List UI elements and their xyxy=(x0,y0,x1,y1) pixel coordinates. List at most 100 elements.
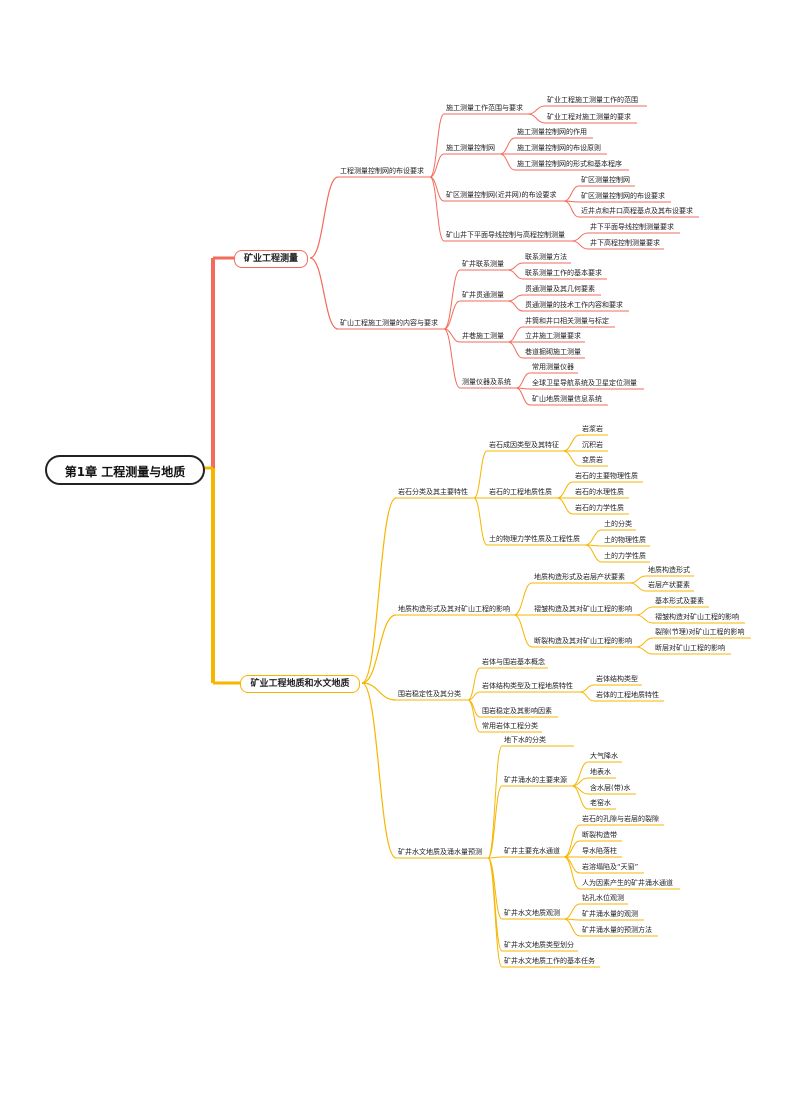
topic-l3-0-1-2[interactable]: 井巷施工测量 xyxy=(462,332,504,340)
topic-l4-0-0-1-2[interactable]: 施工测量控制网的形式和基本程序 xyxy=(517,160,622,168)
topic-l4-0-1-0-1[interactable]: 联系测量工作的基本要求 xyxy=(525,269,602,277)
link-l3-0-0-3 xyxy=(429,176,445,242)
topic-l4-0-0-1-1[interactable]: 施工测量控制网的布设原则 xyxy=(517,144,601,152)
topic-l4-1-0-2-1[interactable]: 土的物理性质 xyxy=(604,536,646,544)
topic-l3-1-3-4[interactable]: 矿井水文地质类型划分 xyxy=(504,941,574,949)
topic-l4-1-0-2-2[interactable]: 土的力学性质 xyxy=(604,552,646,560)
topic-l4-1-1-1-0[interactable]: 基本形式及要素 xyxy=(655,597,704,605)
topic-l4-1-3-3-0[interactable]: 钻孔水位观测 xyxy=(582,894,624,902)
topic-l3-0-0-3[interactable]: 矿山井下平面导线控制与高程控制测量 xyxy=(446,231,565,239)
topic-l3-0-1-3[interactable]: 测量仪器及系统 xyxy=(462,378,511,386)
link-l4-0-0-3-1 xyxy=(571,240,589,250)
topic-l2-1-1[interactable]: 地质构造形式及其对矿山工程的影响 xyxy=(398,605,510,613)
topic-l4-0-0-2-2[interactable]: 近井点和井口高程基点及其布设要求 xyxy=(581,207,693,215)
topic-l3-1-0-1[interactable]: 岩石的工程地质性质 xyxy=(489,488,552,496)
link-l4-1-1-0-1 xyxy=(629,582,647,592)
link-l2-1-1 xyxy=(361,614,397,684)
link-l4-1-3-2-1 xyxy=(563,840,581,858)
topic-l4-1-1-0-0[interactable]: 地质构造形式 xyxy=(648,566,690,574)
topic-l4-0-0-3-0[interactable]: 井下平面导线控制测量要求 xyxy=(590,223,674,231)
topic-l4-1-3-2-0[interactable]: 岩石的孔隙与岩层的裂隙 xyxy=(582,815,659,823)
link-l4-1-1-1-1 xyxy=(635,614,654,624)
topic-l3-0-0-1[interactable]: 施工测量控制网 xyxy=(446,144,495,152)
link-l4-1-3-1-3 xyxy=(571,785,589,810)
link-l3-1-3-1 xyxy=(487,785,503,859)
topic-l4-0-0-2-1[interactable]: 矿区测量控制网的布设要求 xyxy=(581,192,665,200)
topic-l3-1-3-5[interactable]: 矿井水文地质工作的基本任务 xyxy=(504,957,595,965)
topic-l4-0-0-3-1[interactable]: 井下高程控制测量要求 xyxy=(590,239,660,247)
topic-l4-0-0-0-0[interactable]: 矿业工程施工测量工作的范围 xyxy=(547,96,638,104)
topic-l4-1-3-2-3[interactable]: 岩溶塌陷及“天窗” xyxy=(582,863,639,871)
link-l3-0-1-0 xyxy=(443,269,461,330)
topic-l4-1-1-2-1[interactable]: 断层对矿山工程的影响 xyxy=(655,644,725,652)
topic-l4-1-0-0-0[interactable]: 岩浆岩 xyxy=(582,425,603,433)
topic-l3-1-2-0[interactable]: 岩体与围岩基本概念 xyxy=(482,658,545,666)
link-l4-0-1-1-0 xyxy=(507,294,524,302)
topic-l4-0-1-0-0[interactable]: 联系测量方法 xyxy=(525,253,567,261)
topic-l4-1-1-2-0[interactable]: 裂隙(节理)对矿山工程的影响 xyxy=(655,628,745,636)
topic-l4-1-3-3-1[interactable]: 矿井涌水量的观测 xyxy=(582,910,638,918)
topic-l4-1-0-1-1[interactable]: 岩石的水理性质 xyxy=(575,488,624,496)
topic-l4-1-0-0-2[interactable]: 变质岩 xyxy=(582,456,603,464)
topic-l3-0-0-0[interactable]: 施工测量工作范围与要求 xyxy=(446,104,523,112)
topic-l3-1-0-0[interactable]: 岩石成因类型及其特征 xyxy=(489,441,559,449)
topic-l4-1-1-1-1[interactable]: 褶皱构造对矿山工程的影响 xyxy=(655,613,739,621)
link-l2-0-1 xyxy=(309,257,339,330)
topic-l4-1-1-0-1[interactable]: 岩层产状要素 xyxy=(648,581,690,589)
topic-l4-1-3-2-2[interactable]: 导水陷落柱 xyxy=(582,847,617,855)
branch-topic-geology[interactable]: 矿业工程地质和水文地质 xyxy=(240,675,360,693)
topic-l3-0-1-1[interactable]: 矿井贯通测量 xyxy=(462,291,504,299)
topic-l4-1-2-1-1[interactable]: 岩体的工程地质特性 xyxy=(596,691,659,699)
topic-l2-1-2[interactable]: 围岩稳定性及其分类 xyxy=(398,690,461,698)
topic-l4-1-3-1-3[interactable]: 老窑水 xyxy=(590,799,611,807)
topic-l4-0-1-2-2[interactable]: 巷道掘砌施工测量 xyxy=(525,348,581,356)
link-l4-1-0-0-2 xyxy=(562,450,581,467)
link-l4-0-1-2-2 xyxy=(507,341,524,359)
topic-l4-1-3-1-0[interactable]: 大气降水 xyxy=(590,752,618,760)
topic-l4-1-3-2-1[interactable]: 断裂构造带 xyxy=(582,831,617,839)
topic-l4-1-2-1-0[interactable]: 岩体结构类型 xyxy=(596,675,638,683)
topic-l2-0-1[interactable]: 矿山工程施工测量的内容与要求 xyxy=(340,319,438,327)
topic-l3-1-3-1[interactable]: 矿井涌水的主要来源 xyxy=(504,776,567,784)
topic-l4-0-1-1-0[interactable]: 贯通测量及其几何要素 xyxy=(525,285,595,293)
topic-l4-0-1-3-0[interactable]: 常用测量仪器 xyxy=(532,363,574,371)
topic-l4-1-0-1-2[interactable]: 岩石的力学性质 xyxy=(575,504,624,512)
topic-l4-1-3-3-2[interactable]: 矿井涌水量的预测方法 xyxy=(582,926,652,934)
topic-l4-1-0-2-0[interactable]: 土的分类 xyxy=(604,520,632,528)
topic-l3-1-2-2[interactable]: 围岩稳定及其影响因素 xyxy=(482,707,552,715)
topic-l4-0-1-3-1[interactable]: 全球卫星导航系统及卫星定位测量 xyxy=(532,379,637,387)
topic-l4-0-0-2-0[interactable]: 矿区测量控制网 xyxy=(581,176,630,184)
topic-l3-1-3-0[interactable]: 地下水的分类 xyxy=(504,736,546,744)
root-topic[interactable]: 第1章 工程测量与地质 xyxy=(45,455,205,485)
topic-l3-1-3-3[interactable]: 矿井水文地质观测 xyxy=(504,909,560,917)
topic-l4-0-1-2-1[interactable]: 立井施工测量要求 xyxy=(525,332,581,340)
topic-l3-1-1-2[interactable]: 断裂构造及其对矿山工程的影响 xyxy=(534,637,632,645)
link-l3-1-3-4 xyxy=(487,857,503,952)
topic-l4-1-0-1-0[interactable]: 岩石的主要物理性质 xyxy=(575,472,638,480)
branch-topic-survey[interactable]: 矿业工程测量 xyxy=(234,250,308,268)
topic-l3-1-0-2[interactable]: 土的物理力学性质及工程性质 xyxy=(489,535,580,543)
topic-l2-1-3[interactable]: 矿井水文地质及涌水量预测 xyxy=(398,848,482,856)
link-l4-1-0-1-0 xyxy=(556,481,574,499)
topic-l3-1-1-0[interactable]: 地质构造形式及岩层产状要素 xyxy=(534,573,625,581)
topic-l3-0-1-0[interactable]: 矿井联系测量 xyxy=(462,260,504,268)
topic-l3-1-3-2[interactable]: 矿井主要充水通道 xyxy=(504,847,560,855)
link-l4-0-0-0-0 xyxy=(527,105,546,115)
topic-l2-0-0[interactable]: 工程测量控制网的布设要求 xyxy=(340,167,424,175)
topic-l2-1-0[interactable]: 岩石分类及其主要特性 xyxy=(398,488,468,496)
topic-l4-0-0-1-0[interactable]: 施工测量控制网的作用 xyxy=(517,128,587,136)
topic-l4-0-1-3-2[interactable]: 矿山地质测量信息系统 xyxy=(532,395,602,403)
topic-l4-1-3-2-4[interactable]: 人为因素产生的矿井涌水通道 xyxy=(582,879,673,887)
topic-l4-1-3-1-1[interactable]: 地表水 xyxy=(590,768,611,776)
topic-l4-1-3-1-2[interactable]: 含水层(带)水 xyxy=(590,784,631,792)
topic-l4-0-1-2-0[interactable]: 井筒和井口相关测量与标定 xyxy=(525,317,609,325)
topic-l3-1-1-1[interactable]: 褶皱构造及其对矿山工程的影响 xyxy=(534,605,632,613)
topic-l4-1-0-0-1[interactable]: 沉积岩 xyxy=(582,441,603,449)
topic-l3-1-2-3[interactable]: 常用岩体工程分类 xyxy=(482,722,538,730)
link-l4-0-0-2-2 xyxy=(563,200,580,218)
topic-l4-0-1-1-1[interactable]: 贯通测量的技术工作内容和要求 xyxy=(525,301,623,309)
topic-l3-1-2-1[interactable]: 岩体结构类型及工程地质特性 xyxy=(482,682,573,690)
topic-l3-0-0-2[interactable]: 矿区测量控制网(近井网)的布设要求 xyxy=(446,191,557,199)
link-l3-1-2-0 xyxy=(467,667,481,701)
topic-l4-0-0-0-1[interactable]: 矿业工程对施工测量的要求 xyxy=(547,113,631,121)
